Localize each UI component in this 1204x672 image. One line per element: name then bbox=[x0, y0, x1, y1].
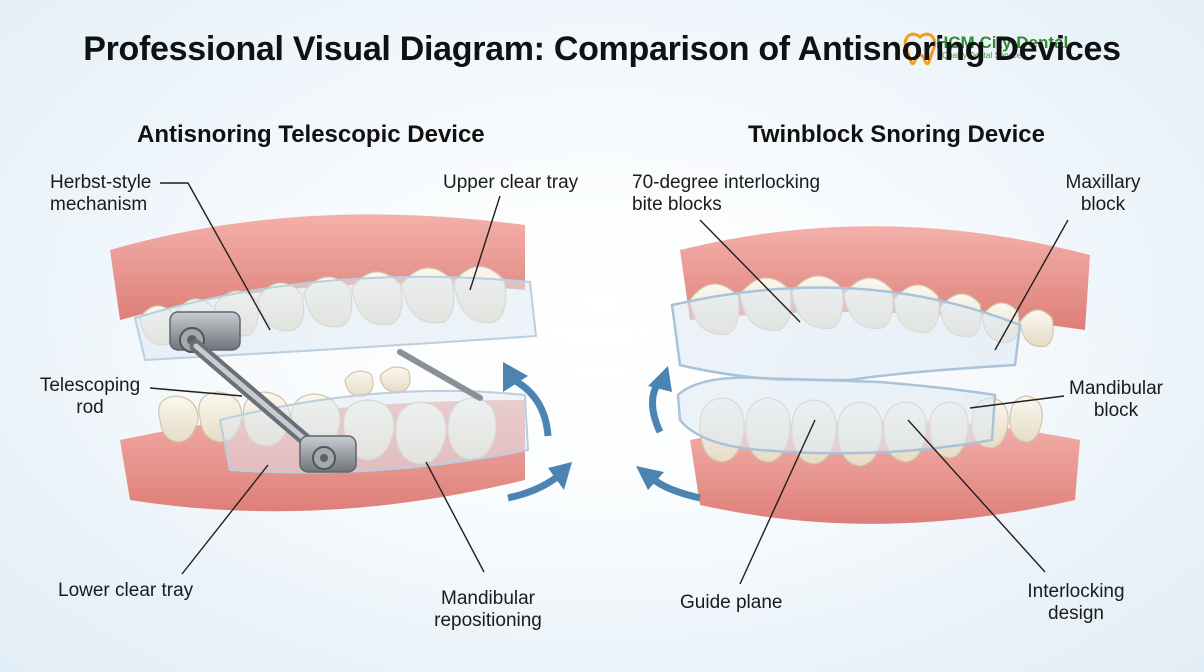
tooth-logo-icon bbox=[903, 32, 937, 66]
label-lower-clear-tray: Lower clear tray bbox=[58, 580, 194, 601]
right-panel-title: Twinblock Snoring Device bbox=[748, 121, 1045, 148]
twinblock-device-illustration bbox=[636, 226, 1090, 524]
watermark-tagline: Quality Dental Services bbox=[942, 51, 1026, 60]
label-interlocking-design: Interlocking design bbox=[1027, 581, 1125, 624]
telescopic-rod-assembly bbox=[169, 311, 483, 473]
label-guide-plane: Guide plane bbox=[680, 592, 783, 613]
label-mandibular-block: Mandibular block bbox=[1069, 378, 1163, 421]
label-mandibular-repositioning: Mandibular repositioning bbox=[434, 588, 542, 631]
label-interlocking-bite-blocks: 70-degree interlocking bite blocks bbox=[632, 172, 821, 215]
label-upper-clear-tray: Upper clear tray bbox=[443, 172, 579, 193]
telescopic-device-illustration bbox=[110, 214, 572, 512]
label-herbst-mechanism: Herbst-style mechanism bbox=[50, 172, 152, 215]
callout-lines bbox=[149, 182, 1069, 585]
label-telescoping-rod: Telescoping rod bbox=[39, 375, 141, 418]
watermark-logo bbox=[900, 30, 1090, 66]
watermark-name: HCM City Dental bbox=[936, 33, 1069, 52]
label-maxillary-block: Maxillary block bbox=[1065, 172, 1141, 215]
page-title: Professional Visual Diagram: Comparison … bbox=[83, 30, 1121, 68]
left-panel-title: Antisnoring Telescopic Device bbox=[137, 121, 485, 148]
